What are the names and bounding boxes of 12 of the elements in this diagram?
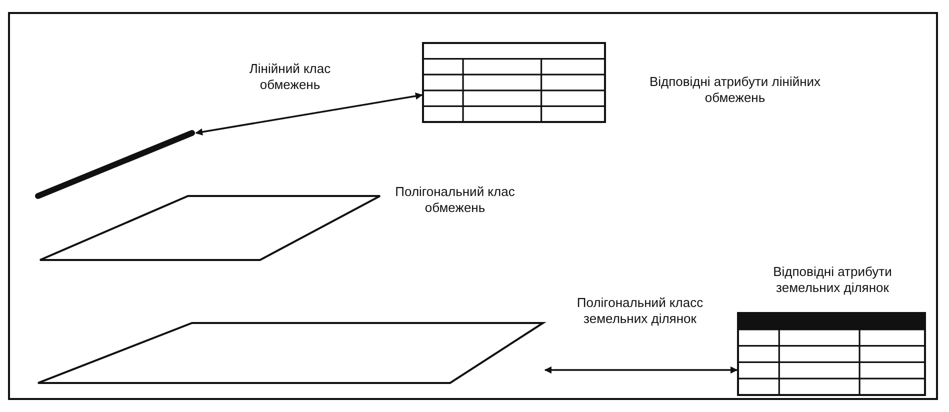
- layer-label: Полігональний класс земельних ділянок: [576, 295, 704, 327]
- polygon-layer-drawing: [39, 195, 382, 262]
- attribute-table-drawing: [737, 312, 926, 396]
- attribute-table-drawing: [422, 42, 606, 123]
- layer-caption: Відповідні атрибути лінійних обмежень: [648, 74, 822, 106]
- double-arrow: [195, 92, 423, 136]
- polygon-layer-drawing: [37, 322, 545, 384]
- layer-label: Лінійний клас обмежень: [248, 61, 332, 93]
- layer-caption: Полігональний клас обмежень: [394, 184, 516, 216]
- double-arrow: [544, 366, 738, 374]
- line-feature-drawing: [34, 129, 196, 200]
- layer-caption: Відповідні атрибути земельних ділянок: [772, 264, 893, 296]
